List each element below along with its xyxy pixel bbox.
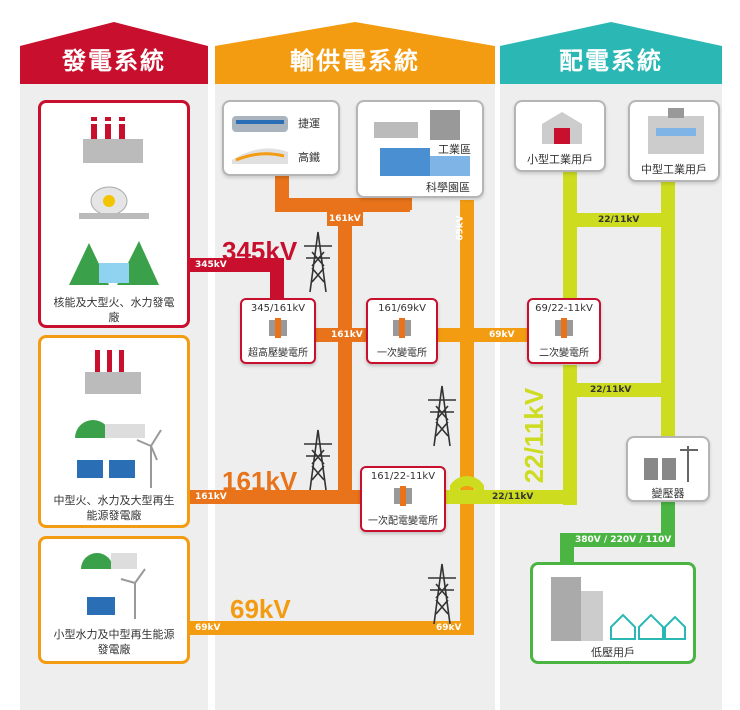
substation-dist-primary-voltage: 161/22-11kV [370,471,436,482]
tag-345kv: 345kV [195,260,227,270]
substation-primary-name: 一次變電所 [377,348,427,359]
transformer-icon [644,446,698,482]
big-345kv: 345kV [222,236,298,266]
line-22kv-med [661,180,675,440]
header-generation: 發電系統 [62,47,166,75]
substation-primary: 161/69kV 一次變電所 [366,298,438,364]
medium-factory-icon [648,108,704,154]
substation-primary-voltage: 161/69kV [378,303,426,314]
tag-161kv-mid: 161kV [331,330,363,340]
tag-22kv-bottom: 22/11kV [492,492,534,502]
factory-icon [374,110,470,176]
medium-plant-icon [75,350,162,488]
line-345kv [188,258,280,272]
power-plant-icon [69,117,159,285]
label-hsr: 高鐵 [298,151,320,164]
generation-nuclear-hydro-box: 核能及大型火、水力發電廠 [38,100,190,328]
big-69kv: 69kV [230,594,291,624]
industrial-consumers-box: 工業區 科學園區 [356,100,484,198]
line-161kv-vert [338,198,352,498]
substation-dist-primary-icon [394,486,412,506]
substation-secondary-name: 二次變電所 [539,348,589,359]
residential-icon [551,577,686,641]
label-industrial-zone: 工業區 [438,143,471,156]
low-voltage-box: 低壓用戶 [530,562,696,664]
line-69kv-vert [460,200,474,635]
line-22kv-sec-down [563,365,577,505]
label-small-industrial: 小型工業用戶 [527,153,593,166]
line-22kv-small [563,170,577,310]
train-icon [232,116,288,164]
label-medium-industrial: 中型工業用戶 [641,163,707,176]
substation-ehv-voltage: 345/161kV [250,303,306,314]
generation-medium-renewable-box: 中型火、水力及大型再生能源發電廠 [38,335,190,528]
tag-69kv-left: 69kV [195,623,221,633]
transformer-box: 變壓器 [626,436,710,502]
substation-primary-icon [393,318,411,338]
tag-22kv-top: 22/11kV [598,215,640,225]
header-transmission: 輸供電系統 [290,47,420,75]
tag-161kv-top: 161kV [327,212,363,226]
substation-dist-primary-name: 一次配電變電所 [368,516,438,527]
line-22kv-mid [563,383,673,397]
small-industrial-box: 小型工業用戶 [514,100,606,172]
small-factory-icon [542,112,582,144]
line-161kv-mid [300,328,370,342]
generation-small-renewable-box: 小型水力及中型再生能源發電廠 [38,536,190,664]
tag-22kv-mid: 22/11kV [590,385,632,395]
line-161kv-top [275,198,410,212]
substation-ehv-name: 超高壓變電所 [248,348,308,359]
line-22kv-top [563,213,673,227]
header-shapes [20,22,722,84]
line-161kv-metro [275,170,289,210]
line-69kv-bottom [188,621,474,635]
tag-69kv-right: 69kV [436,623,462,633]
line-lv-horiz [560,533,675,547]
line-161kv-bottom [188,490,360,504]
substation-dist-primary: 161/22-11kV 一次配電變電所 [360,466,446,532]
label-nuclear-hydro: 核能及大型火、水力發電廠 [53,296,175,324]
tag-161kv-bottom: 161kV [195,492,227,502]
tag-69kv-horiz: 69kV [489,330,515,340]
label-science-park: 科學園區 [426,181,470,194]
small-plant-icon [81,553,146,619]
medium-industrial-box: 中型工業用戶 [628,100,720,182]
substation-ehv: 345/161kV 超高壓變電所 [240,298,316,364]
label-low-voltage: 低壓用戶 [591,646,635,659]
label-small-renewable: 小型水力及中型再生能源發電廠 [53,628,175,656]
label-medium-renewable: 中型火、水力及大型再生能源發電廠 [53,494,175,522]
rail-consumers-box: 捷運 高鐵 [222,100,340,176]
label-transformer: 變壓器 [651,487,685,500]
substation-ehv-icon [269,318,287,338]
substation-secondary-icon [555,318,573,338]
tag-lv: 380V / 220V / 110V [575,535,672,545]
header-distribution: 配電系統 [559,47,663,75]
line-345kv-drop [270,258,284,308]
line-22kv-bottom [440,490,577,504]
line-crossover [450,476,484,497]
big-161kv: 161kV [222,466,298,496]
substation-secondary: 69/22-11kV 二次變電所 [527,298,601,364]
substation-secondary-voltage: 69/22-11kV [535,303,593,314]
label-metro: 捷運 [298,117,320,130]
